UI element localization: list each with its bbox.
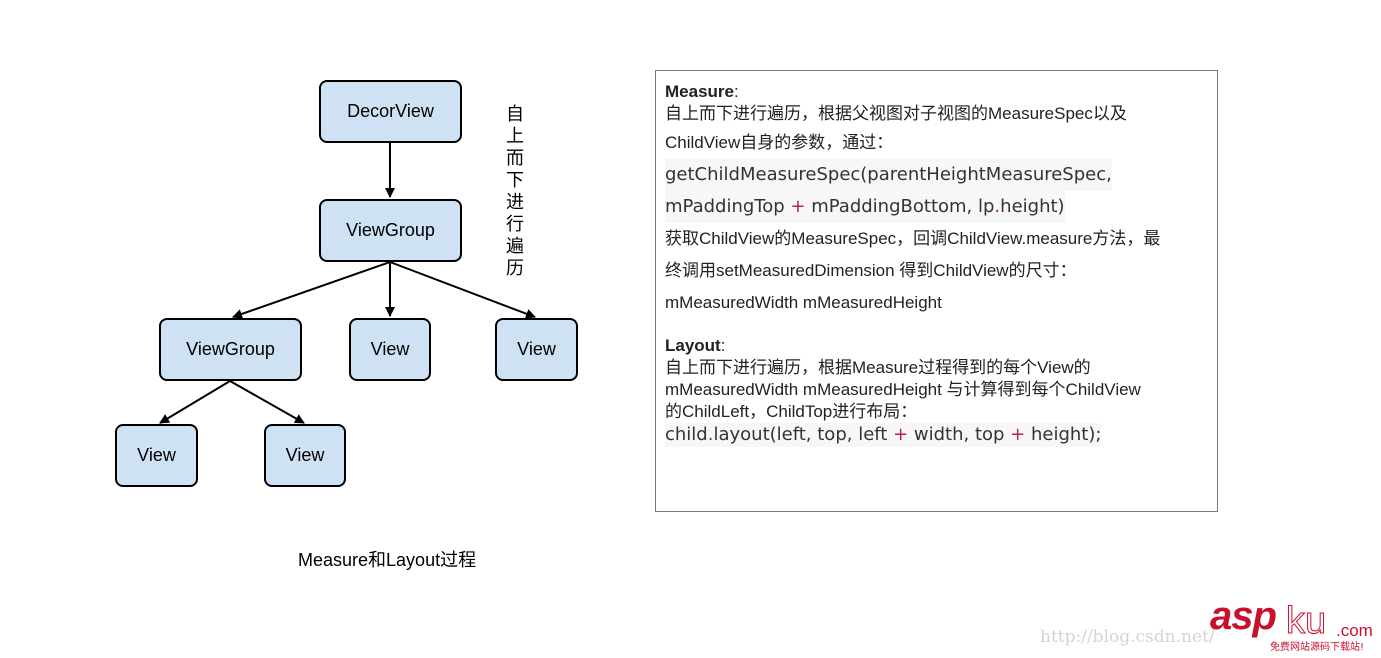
measure-code-a: getChildMeasureSpec(parentHeightMeasureS… — [665, 159, 1205, 191]
node-decorview: DecorView — [319, 80, 462, 143]
layout-line-3: 的ChildLeft，ChildTop进行布局： — [665, 402, 918, 421]
node-view-bottom-right: View — [264, 424, 346, 487]
measure-line-5: mMeasuredWidth mMeasuredHeight — [665, 293, 942, 312]
measure-line-3: 获取ChildView的MeasureSpec，回调ChildView.meas… — [665, 229, 1161, 248]
traversal-note: 自上而下进行遍历 — [506, 104, 524, 278]
edge-viewgroup-left-view-br — [229, 380, 305, 424]
node-viewgroup-top: ViewGroup — [319, 199, 462, 262]
description-panel: Measure: 自上而下进行遍历，根据父视图对子视图的MeasureSpec以… — [655, 70, 1218, 512]
tree-edges — [159, 142, 536, 424]
node-view-mid: View — [349, 318, 431, 381]
measure-line-1: 自上而下进行遍历，根据父视图对子视图的MeasureSpec以及 — [665, 104, 1127, 123]
edge-viewgroup-viewgroup-left — [232, 261, 391, 319]
layout-line-1: 自上而下进行遍历，根据Measure过程得到的每个View的 — [665, 358, 1091, 377]
blog-watermark: http://blog.csdn.net/ — [1040, 627, 1215, 647]
node-view-right: View — [495, 318, 578, 381]
measure-title: Measure: — [665, 82, 739, 101]
node-view-bottom-left: View — [115, 424, 198, 487]
layout-code: child.layout(left, top, left + width, to… — [665, 423, 1102, 447]
edge-viewgroup-view-right — [389, 261, 536, 319]
layout-line-2: mMeasuredWidth mMeasuredHeight 与计算得到每个Ch… — [665, 380, 1141, 399]
measure-line-2: ChildView自身的参数，通过： — [665, 133, 894, 152]
node-viewgroup-left: ViewGroup — [159, 318, 302, 381]
measure-code-b: mPaddingTop + mPaddingBottom, lp.height) — [665, 191, 1205, 223]
diagram-caption: Measure和Layout过程 — [298, 550, 477, 570]
measure-line-4: 终调用setMeasuredDimension 得到ChildView的尺寸： — [665, 261, 1077, 280]
layout-title: Layout: — [665, 336, 726, 355]
edge-viewgroup-left-view-bl — [159, 380, 231, 424]
site-logo: asp ku .com 免费网站源码下载站! — [1210, 594, 1373, 653]
